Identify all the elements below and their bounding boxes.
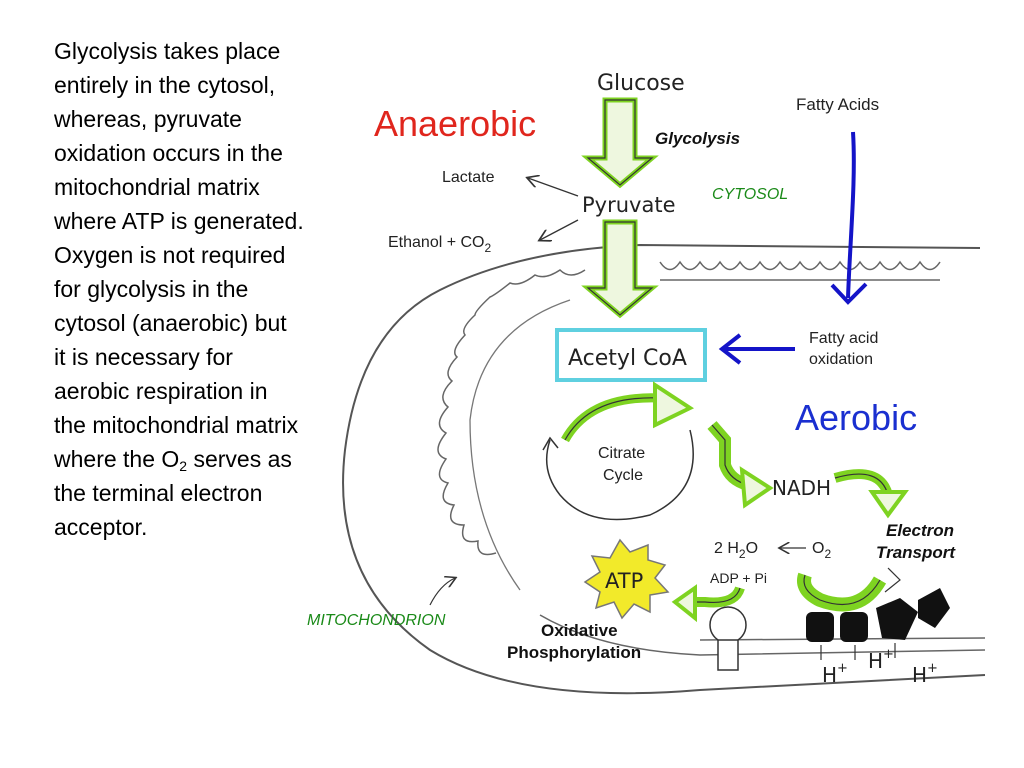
description-text-part2: serves as the terminal electron acceptor… [54, 446, 292, 540]
electron-transport-label-line2: Transport [876, 543, 956, 562]
description-text-part1: Glycolysis takes place entirely in the c… [54, 38, 304, 472]
atp-label: ATP [605, 569, 643, 593]
electron-transport-complexes [806, 588, 950, 660]
fatty-acid-oxidation-label-line1: Fatty acid [809, 330, 878, 347]
adp-label: ADP + Pi [710, 570, 767, 586]
hplus-2-charge: + [883, 647, 894, 662]
hplus-1-charge: + [837, 661, 848, 676]
electron-transport-curve-arrow [797, 567, 901, 612]
ethanol-label: Ethanol + CO2 [388, 234, 492, 255]
water-o: O [746, 540, 758, 557]
mitochondrion-pointer [429, 578, 455, 606]
fatty-acid-oxidation-label-line2: oxidation [809, 351, 873, 368]
hplus-3-letter: H [912, 663, 927, 687]
mitochondrion-outer-membrane [342, 243, 986, 695]
metabolism-diagram: Glucose Anaerobic Glycolysis Fatty Acids… [307, 71, 986, 695]
glycolysis-arrow [581, 97, 659, 189]
atp-synthase [709, 606, 747, 671]
description-paragraph: Glycolysis takes place entirely in the c… [54, 34, 304, 544]
ethanol-co2-subscript: 2 [485, 241, 492, 255]
oxidative-phosphorylation-label-line1: Oxidative [541, 621, 618, 640]
adp-to-atp-arrow [671, 584, 745, 623]
cycle-to-nadh-arrow [707, 421, 774, 509]
ethanol-text: Ethanol + CO [388, 234, 485, 251]
hplus-2-letter: H [868, 649, 883, 673]
inner-membrane-cristae-top [659, 260, 941, 281]
hplus-label-1: H+ [822, 661, 848, 687]
hplus-1-letter: H [822, 663, 837, 687]
fatty-acid-oxidation-arrow [718, 333, 795, 365]
water-subscript: 2 [739, 547, 746, 561]
hplus-label-2: H+ [868, 647, 894, 673]
oxygen-subscript: 2 [824, 547, 831, 561]
to-ethanol-arrow [540, 219, 579, 240]
citrate-cycle-label-line1: Citrate [598, 445, 645, 462]
pyruvate-to-acetyl-arrow [581, 219, 659, 319]
lactate-label: Lactate [442, 169, 495, 186]
citrate-cycle-label-line2: Cycle [603, 467, 643, 484]
acetyl-coa-label: Acetyl CoA [568, 346, 687, 371]
oxidative-phosphorylation-label-line2: Phosphorylation [507, 643, 641, 662]
oxygen-text: O [812, 540, 824, 557]
to-lactate-arrow [528, 178, 579, 197]
acetyl-coa-box [555, 328, 707, 382]
pyruvate-label: Pyruvate [582, 193, 676, 217]
nadh-to-electron-transport-arrow [833, 469, 909, 519]
cytosol-label: CYTOSOL [712, 186, 788, 203]
nadh-label: NADH [772, 476, 831, 500]
inner-membrane-inner-edge [469, 299, 571, 591]
inner-membrane-cristae-left [437, 269, 586, 556]
description-o2-subscript: 2 [179, 458, 188, 474]
hplus-label-3: H+ [912, 661, 938, 687]
water-label: 2 H2O [714, 540, 758, 561]
atp-burst [583, 538, 670, 620]
aerobic-label: Aerobic [795, 397, 917, 438]
glycolysis-label: Glycolysis [655, 129, 740, 148]
citrate-cycle-arrows [542, 381, 695, 521]
oxygen-label: O2 [812, 540, 831, 561]
electron-transport-label-line1: Electron [886, 521, 954, 540]
glucose-label: Glucose [597, 71, 685, 96]
water-text: 2 H [714, 540, 739, 557]
fatty-acids-label: Fatty Acids [796, 95, 879, 114]
fatty-acids-arrow [830, 131, 868, 305]
hplus-3-charge: + [927, 661, 938, 676]
mitochondrion-label: MITOCHONDRION [307, 612, 446, 629]
anaerobic-label: Anaerobic [374, 103, 536, 144]
